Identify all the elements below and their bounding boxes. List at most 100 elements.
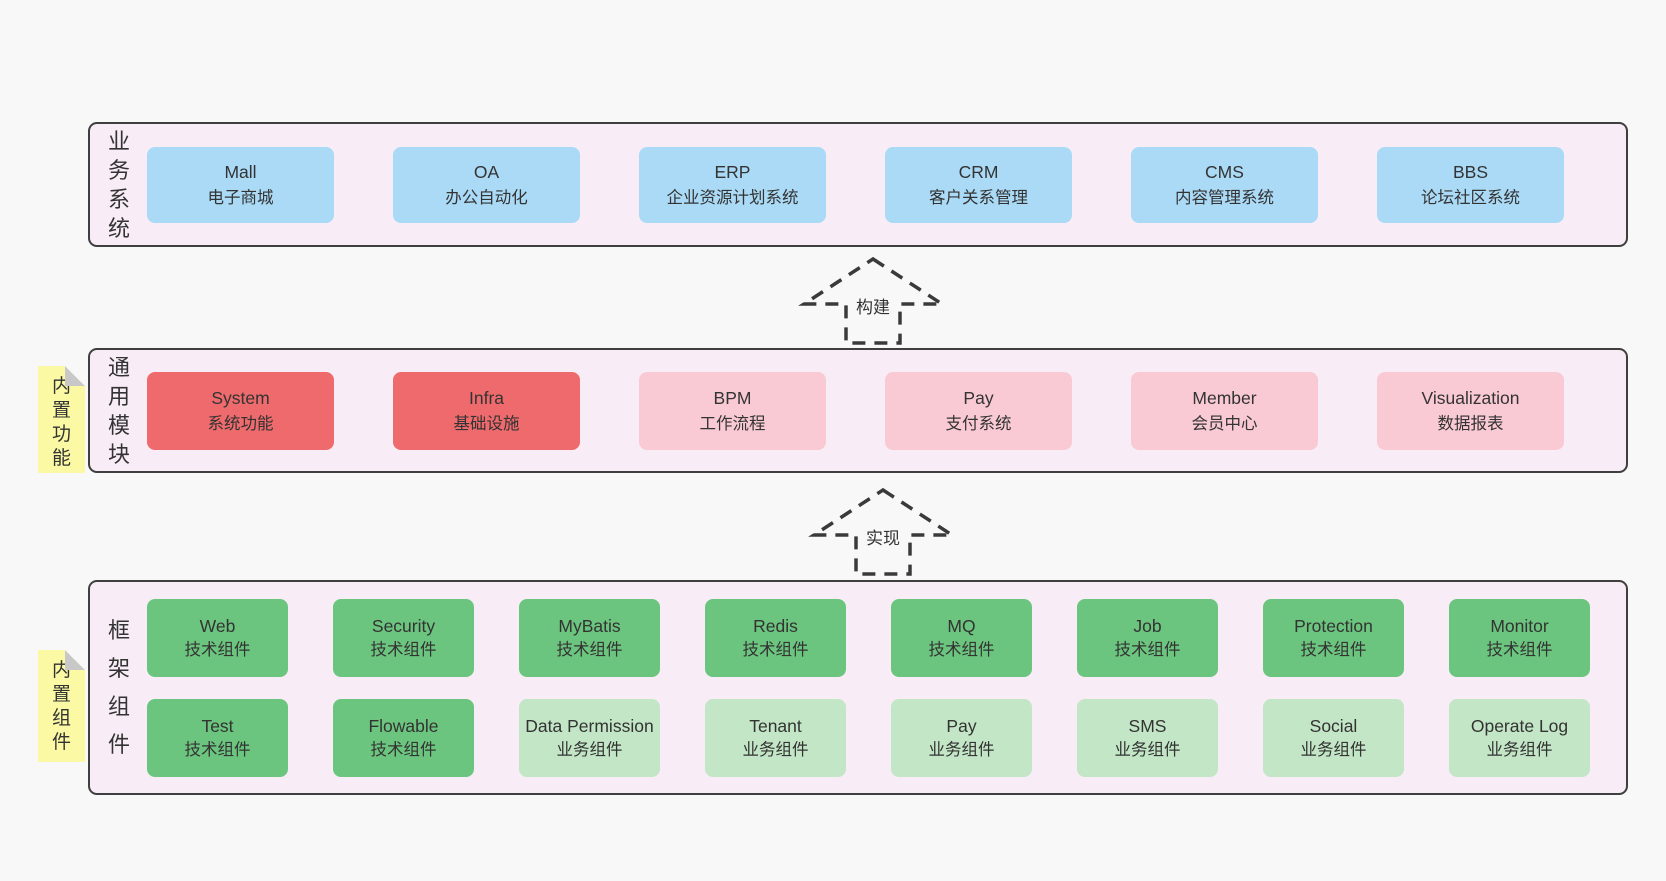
box-name: Web (199, 615, 236, 636)
arrow-implement: 实现 (808, 487, 958, 577)
box-mq: MQ 技术组件 (891, 598, 1032, 677)
box-social: Social 业务组件 (1263, 698, 1404, 777)
box-name: Infra (468, 387, 505, 408)
box-name: Test (201, 715, 234, 736)
business-box-row: Mall 电子商城 OA 办公自动化 ERP 企业资源计划系统 CRM 客户关系… (147, 146, 1564, 223)
box-data-permission: Data Permission 业务组件 (519, 698, 660, 777)
box-oa: OA 办公自动化 (393, 146, 580, 223)
box-web: Web 技术组件 (147, 598, 288, 677)
box-tenant: Tenant 业务组件 (705, 698, 846, 777)
modules-box-row: System 系统功能 Infra 基础设施 BPM 工作流程 Pay 支付系统… (147, 371, 1564, 450)
panel-framework-components: 框架组件 Web 技术组件 Security 技术组件 MyBatis 技术组件… (88, 580, 1628, 795)
box-subtitle: 技术组件 (742, 640, 809, 659)
box-name: Redis (753, 615, 798, 636)
box-name: CRM (958, 161, 999, 182)
components-box-row-2: Test 技术组件 Flowable 技术组件 Data Permission … (147, 698, 1590, 777)
box-name: Mall (224, 161, 257, 182)
box-job: Job 技术组件 (1077, 598, 1218, 677)
box-operate-log: Operate Log 业务组件 (1449, 698, 1590, 777)
box-name: Security (371, 615, 436, 636)
box-subtitle: 业务组件 (742, 740, 809, 759)
box-name: Protection (1294, 615, 1373, 636)
box-subtitle: 业务组件 (1114, 740, 1181, 759)
box-subtitle: 基础设施 (453, 414, 520, 433)
box-subtitle: 电子商城 (207, 188, 274, 207)
box-subtitle: 业务组件 (1300, 740, 1367, 759)
box-subtitle: 技术组件 (370, 640, 437, 659)
box-subtitle: 系统功能 (207, 414, 274, 433)
box-subtitle: 业务组件 (928, 740, 995, 759)
box-flowable: Flowable 技术组件 (333, 698, 474, 777)
box-name: Social (1309, 715, 1358, 736)
panel-common-modules: 通用模块 System 系统功能 Infra 基础设施 BPM 工作流程 Pay… (88, 348, 1628, 473)
box-system: System 系统功能 (147, 371, 334, 450)
up-arrow-icon (808, 487, 958, 576)
box-subtitle: 业务组件 (556, 740, 623, 759)
box-infra: Infra 基础设施 (393, 371, 580, 450)
box-bbs: BBS 论坛社区系统 (1377, 146, 1564, 223)
box-mall: Mall 电子商城 (147, 146, 334, 223)
box-name: Pay (963, 387, 994, 408)
arrow-implement-label: 实现 (863, 524, 903, 549)
box-subtitle: 会员中心 (1191, 414, 1258, 433)
box-mybatis: MyBatis 技术组件 (519, 598, 660, 677)
box-name: MyBatis (558, 615, 621, 636)
box-name: System (211, 387, 270, 408)
box-name: Member (1192, 387, 1257, 408)
components-rows: Web 技术组件 Security 技术组件 MyBatis 技术组件 Redi… (147, 598, 1590, 777)
box-pay-module: Pay 支付系统 (885, 371, 1072, 450)
box-subtitle: 技术组件 (184, 640, 251, 659)
box-sms: SMS 业务组件 (1077, 698, 1218, 777)
box-pay-component: Pay 业务组件 (891, 698, 1032, 777)
box-visualization: Visualization 数据报表 (1377, 371, 1564, 450)
box-redis: Redis 技术组件 (705, 598, 846, 677)
box-name: Job (1133, 615, 1162, 636)
box-name: Flowable (368, 715, 439, 736)
box-name: MQ (947, 615, 976, 636)
box-subtitle: 技术组件 (1114, 640, 1181, 659)
box-name: Operate Log (1470, 715, 1569, 736)
up-arrow-icon (798, 256, 948, 345)
side-label-framework-components: 框架组件 (107, 617, 130, 757)
box-name: OA (473, 161, 500, 182)
box-subtitle: 技术组件 (1300, 640, 1367, 659)
box-subtitle: 办公自动化 (445, 188, 528, 207)
box-subtitle: 技术组件 (1486, 640, 1553, 659)
box-member: Member 会员中心 (1131, 371, 1318, 450)
box-name: Tenant (749, 715, 802, 736)
box-monitor: Monitor 技术组件 (1449, 598, 1590, 677)
panel-business-systems: 业务系统 Mall 电子商城 OA 办公自动化 ERP 企业资源计划系统 CRM… (88, 122, 1628, 247)
box-name: SMS (1128, 715, 1167, 736)
box-subtitle: 企业资源计划系统 (666, 188, 799, 207)
box-subtitle: 技术组件 (556, 640, 623, 659)
box-name: BPM (713, 387, 752, 408)
box-subtitle: 技术组件 (928, 640, 995, 659)
box-security: Security 技术组件 (333, 598, 474, 677)
side-label-common-modules: 通用模块 (107, 354, 130, 467)
sticky-note-text: 内置功能 (51, 376, 71, 469)
box-name: CMS (1205, 161, 1244, 182)
note-fold-corner-icon (65, 366, 85, 386)
box-test: Test 技术组件 (147, 698, 288, 777)
box-subtitle: 论坛社区系统 (1421, 188, 1520, 207)
box-subtitle: 技术组件 (370, 740, 437, 759)
box-name: ERP (714, 161, 751, 182)
box-name: Pay (946, 715, 977, 736)
box-protection: Protection 技术组件 (1263, 598, 1404, 677)
box-subtitle: 数据报表 (1437, 414, 1504, 433)
sticky-note-builtin-components: 内置组件 (38, 650, 85, 762)
arrow-build-label: 构建 (853, 293, 893, 318)
box-subtitle: 业务组件 (1486, 740, 1553, 759)
side-label-business-systems: 业务系统 (107, 128, 130, 241)
box-crm: CRM 客户关系管理 (885, 146, 1072, 223)
box-name: BBS (1452, 161, 1489, 182)
box-subtitle: 工作流程 (699, 414, 766, 433)
box-name: Data Permission (525, 715, 654, 736)
sticky-note-text: 内置组件 (51, 660, 71, 753)
sticky-note-builtin-features: 内置功能 (38, 366, 85, 473)
box-cms: CMS 内容管理系统 (1131, 146, 1318, 223)
box-subtitle: 客户关系管理 (929, 188, 1028, 207)
box-name: Visualization (1421, 387, 1520, 408)
box-subtitle: 内容管理系统 (1175, 188, 1274, 207)
